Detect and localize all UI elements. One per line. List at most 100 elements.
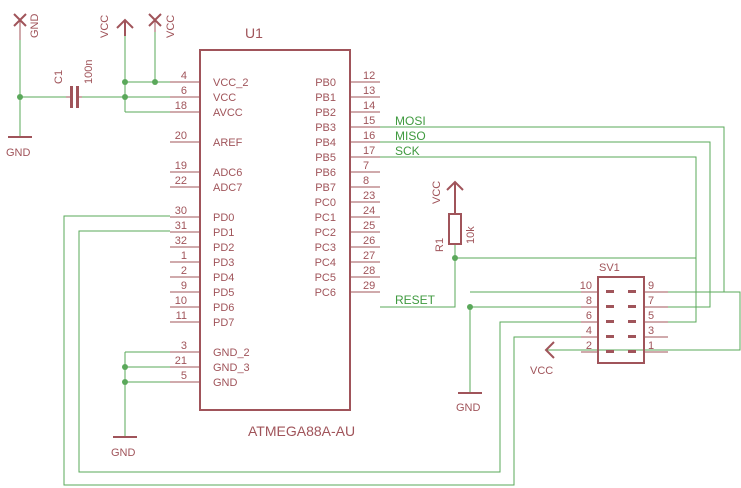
pin-label: PD3 [213, 257, 234, 269]
pin-pad-right [628, 320, 636, 323]
pin-label: AREF [213, 137, 243, 149]
capacitor-c1: C1 100n [53, 60, 95, 108]
net-label-miso: MISO [395, 129, 426, 143]
vcc-arrow-icon [544, 341, 555, 359]
pin-label: PC5 [315, 272, 336, 284]
pin-label: PB2 [315, 107, 336, 119]
ic-body [199, 49, 351, 411]
pin-label: PB4 [315, 137, 336, 149]
ic-name: U1 [245, 25, 263, 41]
wire-pd0 [63, 215, 581, 486]
pin-pad-right [628, 350, 636, 353]
pin-label: PC1 [315, 212, 336, 224]
pin-number: 20 [175, 130, 187, 142]
pin-pad-right [628, 290, 636, 293]
pin-label: VCC [213, 92, 236, 104]
pin-pad-right [628, 335, 636, 338]
pin-label: AVCC [213, 107, 243, 119]
pin-pad-left [606, 320, 614, 323]
supply-gnd-mcu: GND [111, 436, 137, 459]
pin-number: 4 [586, 325, 592, 337]
pin-number: 22 [175, 175, 187, 187]
sv1-name: SV1 [599, 262, 620, 274]
junction-gnd-conn [467, 304, 473, 310]
net-label-mosi: MOSI [395, 114, 426, 128]
pin-label: PC4 [315, 257, 336, 269]
wire-miso [380, 141, 711, 308]
junctions [17, 79, 473, 385]
pin-label: PC3 [315, 242, 336, 254]
ic-right-pins: 12PB013PB114PB215PB316PB417PB57PB68PB723… [315, 70, 380, 299]
pin-label: VCC_2 [213, 77, 248, 89]
supply-vcc-top2: VCC [148, 13, 177, 38]
pin-label: PB6 [315, 167, 336, 179]
pin-number: 29 [363, 280, 375, 292]
pin-number: 23 [363, 190, 375, 202]
junction-gnd-rail-1 [122, 364, 128, 370]
pin-number: 32 [175, 235, 187, 247]
vcc-arrow-icon [116, 18, 134, 36]
pin-label: PC0 [315, 197, 336, 209]
gnd-label: GND [456, 402, 481, 414]
pin-label: PB5 [315, 152, 336, 164]
pin-label: PD6 [213, 302, 234, 314]
supply-gnd-top: GND [13, 13, 41, 40]
junction-gnd-rail-2 [122, 379, 128, 385]
pin-number: 21 [175, 355, 187, 367]
pin-number: 19 [175, 160, 187, 172]
ic-value: ATMEGA88A-AU [248, 423, 355, 439]
pin-label: PD1 [213, 227, 234, 239]
net-label-reset: RESET [395, 293, 436, 307]
c1-value: 100n [83, 60, 95, 84]
net-label-sck: SCK [395, 144, 420, 158]
wire-reset [380, 244, 456, 308]
pin-number: 24 [363, 205, 375, 217]
pin-number: 5 [181, 370, 187, 382]
pin-number: 1 [181, 250, 187, 262]
pin-number: 9 [181, 280, 187, 292]
capacitor-plate-left [70, 86, 73, 108]
pin-number: 26 [363, 235, 375, 247]
pin-label: GND_2 [213, 347, 250, 359]
pin-pad-left [606, 335, 614, 338]
vcc-arrow-icon [446, 180, 464, 214]
pin-label: PD4 [213, 272, 234, 284]
supply-gnd-cap: GND [6, 136, 32, 159]
pin-label: PC2 [315, 227, 336, 239]
pin-label: GND [213, 377, 238, 389]
pin-number: 8 [586, 295, 592, 307]
pin-label: PC6 [315, 287, 336, 299]
pin-number: 12 [363, 70, 375, 82]
junction-vcc-rail-1 [122, 79, 128, 85]
pin-number: 11 [176, 310, 187, 322]
r1-name: R1 [434, 238, 446, 252]
pin-number: 13 [363, 85, 375, 97]
pin-number: 25 [363, 220, 375, 232]
pin-number: 5 [648, 310, 654, 322]
pin-number: 3 [181, 340, 187, 352]
pin-number: 30 [175, 205, 187, 217]
pin-number: 1 [648, 340, 654, 352]
junction-c1-gnd [17, 94, 23, 100]
